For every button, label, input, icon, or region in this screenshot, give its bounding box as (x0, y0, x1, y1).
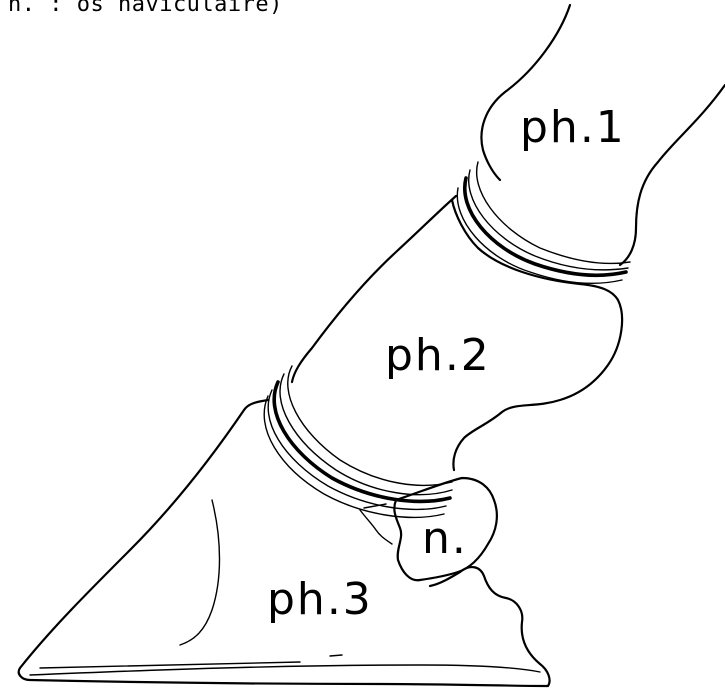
label-navicular: n. (422, 513, 468, 564)
label-ph1: ph.1 (520, 102, 626, 153)
third-phalanx (19, 400, 550, 686)
label-ph2: ph.2 (385, 330, 491, 381)
label-ph3: ph.3 (267, 574, 373, 625)
legend-caption: n. : os naviculaire) (8, 0, 283, 16)
